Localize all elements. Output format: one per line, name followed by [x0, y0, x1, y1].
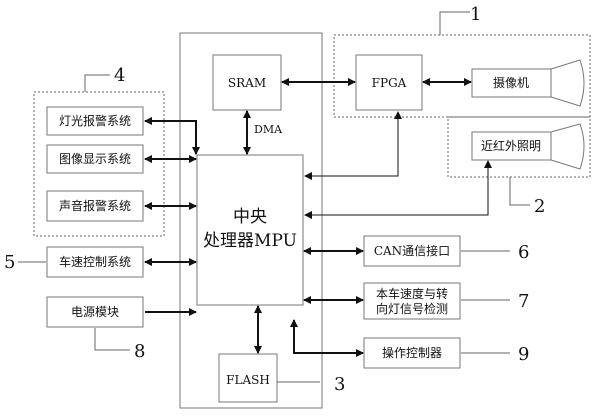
camera-lens-icon — [550, 59, 585, 107]
leader-1 — [439, 11, 470, 35]
number-7: 7 — [518, 291, 529, 312]
dma-label: DMA — [254, 123, 283, 136]
fpga-mpu-link — [304, 111, 402, 180]
sound-alarm-label: 声音报警系统 — [59, 198, 131, 213]
power-module-box — [46, 296, 144, 328]
speed-turn-detect-label-1: 本车速度与转 — [376, 286, 448, 301]
sram-box — [212, 54, 282, 111]
can-interface-label: CAN通信接口 — [374, 243, 450, 258]
leader-4 — [84, 74, 110, 92]
mpu-box — [196, 154, 304, 306]
number-2: 2 — [534, 196, 545, 217]
number-5: 5 — [4, 252, 15, 273]
number-3: 3 — [334, 374, 345, 395]
operation-controller-box — [363, 337, 461, 369]
number-1: 1 — [470, 4, 481, 25]
nir-box — [471, 131, 552, 161]
image-display-box — [46, 144, 144, 174]
nir-mpu-link — [304, 160, 492, 219]
leader-8 — [94, 328, 130, 351]
light-alarm-box — [46, 106, 144, 136]
mpu-label-line1: 中央 — [233, 207, 267, 227]
mpu-label-line2: 处理器MPU — [203, 231, 297, 251]
nir-lamp-icon — [550, 123, 585, 170]
number-8: 8 — [134, 341, 145, 362]
nir-group-outline — [447, 116, 591, 178]
leader-2 — [509, 177, 530, 206]
number-9: 9 — [518, 344, 529, 365]
operation-controller-label: 操作控制器 — [382, 345, 442, 360]
number-4: 4 — [114, 65, 125, 86]
power-module-label: 电源模块 — [71, 305, 119, 319]
speed-control-box — [46, 246, 144, 278]
sound-alarm-box — [46, 190, 144, 222]
light-alarm-mpu-link — [144, 117, 200, 155]
camera-box — [471, 68, 552, 98]
light-alarm-label: 灯光报警系统 — [59, 113, 131, 128]
speed-turn-detect-box — [363, 282, 461, 320]
speed-control-label: 车速控制系统 — [59, 254, 131, 269]
sram-label: SRAM — [228, 76, 266, 90]
output-systems-group-outline — [33, 91, 165, 237]
fpga-box — [355, 54, 423, 111]
can-interface-box — [363, 235, 461, 267]
mpu-operation-link — [290, 319, 364, 357]
nir-label: 近红外照明 — [481, 138, 541, 153]
fpga-label: FPGA — [372, 76, 407, 90]
flash-box — [218, 353, 278, 403]
processor-board-frame — [179, 32, 323, 409]
camera-label: 摄像机 — [493, 75, 529, 90]
speed-turn-detect-label-2: 向灯信号检测 — [376, 301, 448, 316]
number-6: 6 — [518, 242, 529, 263]
flash-label: FLASH — [226, 373, 270, 387]
image-display-label: 图像显示系统 — [59, 152, 131, 166]
